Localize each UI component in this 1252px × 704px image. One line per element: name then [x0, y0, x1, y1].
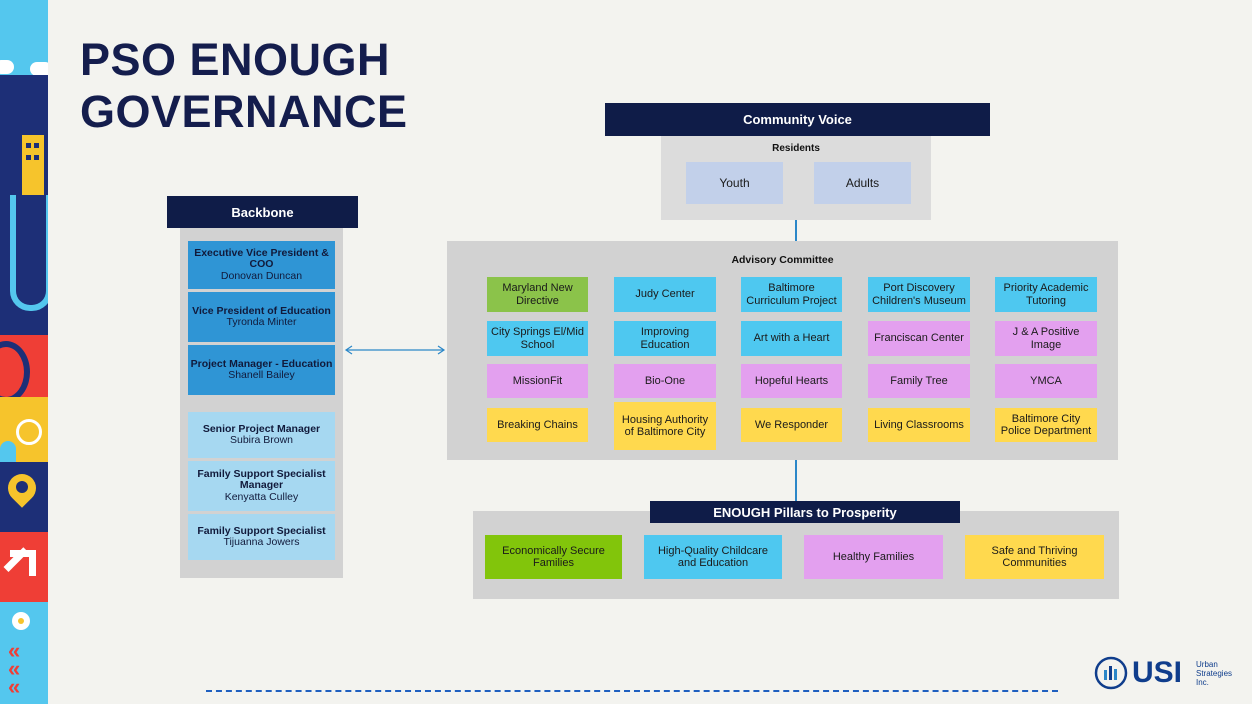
usi-logo: USI Urban Strategies Inc.: [1094, 654, 1244, 694]
advisory-member: Bio-One: [614, 364, 716, 398]
page-title: PSO ENOUGH GOVERNANCE: [80, 34, 408, 138]
strip-red: [0, 335, 48, 403]
residents-label: Residents: [772, 143, 820, 154]
advisory-member: Priority Academic Tutoring: [995, 277, 1097, 312]
usi-logo-text: USI: [1132, 656, 1183, 689]
role-card: Project Manager - Education Shanell Bail…: [188, 345, 335, 395]
role-person: Kenyatta Culley: [224, 490, 299, 503]
advisory-member: Breaking Chains: [487, 408, 588, 442]
usi-logo-subtext: Urban Strategies Inc.: [1196, 660, 1233, 687]
resident-group-youth: Youth: [686, 162, 783, 204]
resident-group-adults: Adults: [814, 162, 911, 204]
double-arrow-connector: [344, 345, 446, 355]
advisory-member: Port Discovery Children's Museum: [868, 277, 970, 312]
advisory-member: Living Classrooms: [868, 408, 970, 442]
role-title: Executive Vice President & COO: [194, 246, 329, 271]
pillar-item: Healthy Families: [804, 535, 943, 579]
advisory-member: Baltimore Curriculum Project: [741, 277, 842, 312]
strip-city: [0, 75, 48, 335]
pillar-item: High-Quality Childcare and Education: [644, 535, 782, 579]
role-person: Donovan Duncan: [220, 269, 303, 282]
advisory-member: Franciscan Center: [868, 321, 970, 356]
footer-dashed-line: [206, 690, 1058, 692]
role-card: Senior Project Manager Subira Brown: [188, 412, 335, 458]
pillar-item: Safe and Thriving Communities: [965, 535, 1104, 579]
role-person: Tyronda Minter: [226, 316, 297, 328]
advisory-committee-label: Advisory Committee: [731, 254, 834, 266]
role-card: Vice President of Education Tyronda Mint…: [188, 292, 335, 342]
connector-line: [795, 460, 797, 501]
backbone-header: Backbone: [167, 196, 358, 228]
advisory-member: Maryland New Directive: [487, 277, 588, 312]
advisory-member: City Springs El/Mid School: [487, 321, 588, 356]
strip-pin: [0, 462, 48, 532]
title-line-2: GOVERNANCE: [80, 86, 408, 137]
advisory-member: MissionFit: [487, 364, 588, 398]
role-person: Tijuanna Jowers: [223, 536, 300, 548]
role-title: Family Support Specialist: [197, 524, 326, 537]
role-person: Shanell Bailey: [228, 369, 295, 381]
strip-yellow: [0, 397, 48, 462]
title-line-1: PSO ENOUGH: [80, 34, 391, 85]
connector-line: [795, 220, 797, 241]
advisory-member: Baltimore City Police Department: [995, 408, 1097, 442]
advisory-member: J & A Positive Image: [995, 321, 1097, 356]
advisory-member: Judy Center: [614, 277, 716, 312]
advisory-member: Art with a Heart: [741, 321, 842, 356]
role-person: Subira Brown: [229, 434, 294, 446]
strip-sky: [0, 0, 48, 76]
role-card: Family Support Specialist Tijuanna Jower…: [188, 514, 335, 560]
advisory-member: YMCA: [995, 364, 1097, 398]
decorative-strip: «««: [0, 0, 48, 704]
advisory-member: We Responder: [741, 408, 842, 442]
role-title: Project Manager - Education: [190, 357, 333, 370]
pillar-item: Economically Secure Families: [485, 535, 622, 579]
advisory-member: Hopeful Hearts: [741, 364, 842, 398]
strip-flowers: «««: [0, 602, 48, 704]
role-title: Vice President of Education: [192, 304, 331, 317]
role-card: Family Support Specialist Manager Kenyat…: [188, 461, 335, 511]
advisory-member: Housing Authority of Baltimore City: [614, 402, 716, 450]
usi-logo-mark-icon: [1094, 656, 1128, 690]
role-title: Family Support Specialist Manager: [197, 467, 326, 492]
role-title: Senior Project Manager: [202, 422, 321, 435]
pillars-header: ENOUGH Pillars to Prosperity: [650, 501, 960, 523]
strip-arrow: [0, 532, 48, 602]
advisory-member: Family Tree: [868, 364, 970, 398]
advisory-member: Improving Education: [614, 321, 716, 356]
role-card: Executive Vice President & COO Donovan D…: [188, 241, 335, 289]
community-voice-header: Community Voice: [605, 103, 990, 136]
